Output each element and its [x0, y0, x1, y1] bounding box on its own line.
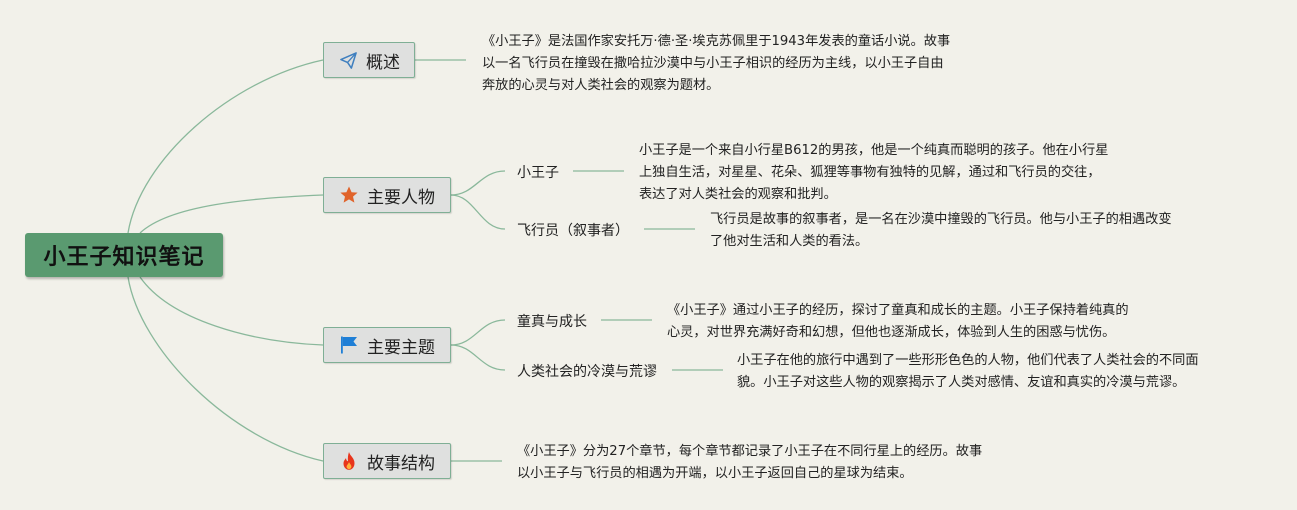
note-line: 《小王子》分为27个章节，每个章节都记录了小王子在不同行星上的经历。故事 — [517, 444, 983, 459]
note-line: 以一名飞行员在撞毁在撒哈拉沙漠中与小王子相识的经历为主线，以小王子自由 — [482, 56, 944, 71]
note-line: 了他对生活和人类的看法。 — [710, 234, 869, 249]
note-line: 貌。小王子对这些人物的观察揭示了人类对感情、友谊和真实的冷漠与荒谬。 — [737, 375, 1186, 390]
note-line: 上独自生活，对星星、花朵、狐狸等事物有独特的见解，通过和飞行员的交往， — [639, 165, 1101, 180]
topic-main-characters[interactable]: 主要人物 — [323, 177, 451, 213]
root-topic[interactable]: 小王子知识笔记 — [25, 233, 223, 277]
flag-icon — [339, 335, 359, 355]
connector-characters-pilot — [450, 194, 506, 230]
connector-themes-society — [450, 344, 506, 371]
fire-icon — [339, 451, 359, 471]
connector-root-overview — [127, 59, 324, 234]
subtopic-pilot[interactable]: 飞行员（叙事者） — [517, 220, 629, 240]
note-line: 心灵，对世界充满好奇和幻想，但他也逐渐成长，体验到人生的困惑与忧伤。 — [667, 325, 1116, 340]
little-prince-note: 小王子是一个来自小行星B612的男孩，他是一个纯真而聪明的孩子。他在小行星 上独… — [639, 140, 1108, 206]
story-structure-note: 《小王子》分为27个章节，每个章节都记录了小王子在不同行星上的经历。故事 以小王… — [517, 441, 982, 485]
subtopic-label: 人类社会的冷漠与荒谬 — [517, 364, 657, 380]
innocence-growth-note: 《小王子》通过小王子的经历，探讨了童真和成长的主题。小王子保持着纯真的 心灵，对… — [667, 300, 1129, 344]
topic-label: 主要主题 — [367, 337, 435, 358]
note-line: 以小王子与飞行员的相遇为开端，以小王子返回自己的星球为结束。 — [517, 466, 913, 481]
topic-main-themes[interactable]: 主要主题 — [323, 327, 451, 363]
topic-label: 主要人物 — [367, 187, 435, 208]
root-title: 小王子知识笔记 — [43, 245, 205, 270]
note-line: 小王子在他的旅行中遇到了一些形形色色的人物，他们代表了人类社会的不同面 — [737, 353, 1199, 368]
note-line: 奔放的心灵与对人类社会的观察为题材。 — [482, 78, 720, 93]
note-line: 飞行员是故事的叙事者，是一名在沙漠中撞毁的飞行员。他与小王子的相遇改变 — [710, 212, 1172, 227]
topic-story-structure[interactable]: 故事结构 — [323, 443, 451, 479]
connector-root-structure — [127, 276, 324, 462]
society-absurdity-note: 小王子在他的旅行中遇到了一些形形色色的人物，他们代表了人类社会的不同面 貌。小王… — [737, 350, 1199, 394]
connector-themes-innocence — [450, 319, 506, 346]
paper-plane-icon — [338, 50, 358, 70]
note-line: 小王子是一个来自小行星B612的男孩，他是一个纯真而聪明的孩子。他在小行星 — [639, 143, 1109, 158]
subtopic-label: 小王子 — [517, 165, 559, 181]
note-line: 表达了对人类社会的观察和批判。 — [639, 187, 837, 202]
topic-overview[interactable]: 概述 — [323, 42, 415, 78]
subtopic-little-prince[interactable]: 小王子 — [517, 162, 559, 182]
star-icon — [339, 185, 359, 205]
subtopic-label: 童真与成长 — [517, 314, 587, 330]
subtopic-innocence-growth[interactable]: 童真与成长 — [517, 311, 587, 331]
note-line: 《小王子》通过小王子的经历，探讨了童真和成长的主题。小王子保持着纯真的 — [667, 303, 1129, 318]
subtopic-society-absurdity[interactable]: 人类社会的冷漠与荒谬 — [517, 361, 657, 381]
connector-root-characters — [139, 194, 324, 234]
topic-label: 概述 — [366, 52, 400, 73]
connector-characters-prince — [450, 170, 506, 196]
overview-note: 《小王子》是法国作家安托万·德·圣·埃克苏佩里于1943年发表的童话小说。故事 … — [482, 31, 950, 97]
topic-label: 故事结构 — [367, 453, 435, 474]
connector-root-themes — [139, 276, 324, 346]
subtopic-label: 飞行员（叙事者） — [517, 223, 629, 239]
pilot-note: 飞行员是故事的叙事者，是一名在沙漠中撞毁的飞行员。他与小王子的相遇改变 了他对生… — [710, 209, 1172, 253]
note-line: 《小王子》是法国作家安托万·德·圣·埃克苏佩里于1943年发表的童话小说。故事 — [482, 34, 951, 49]
